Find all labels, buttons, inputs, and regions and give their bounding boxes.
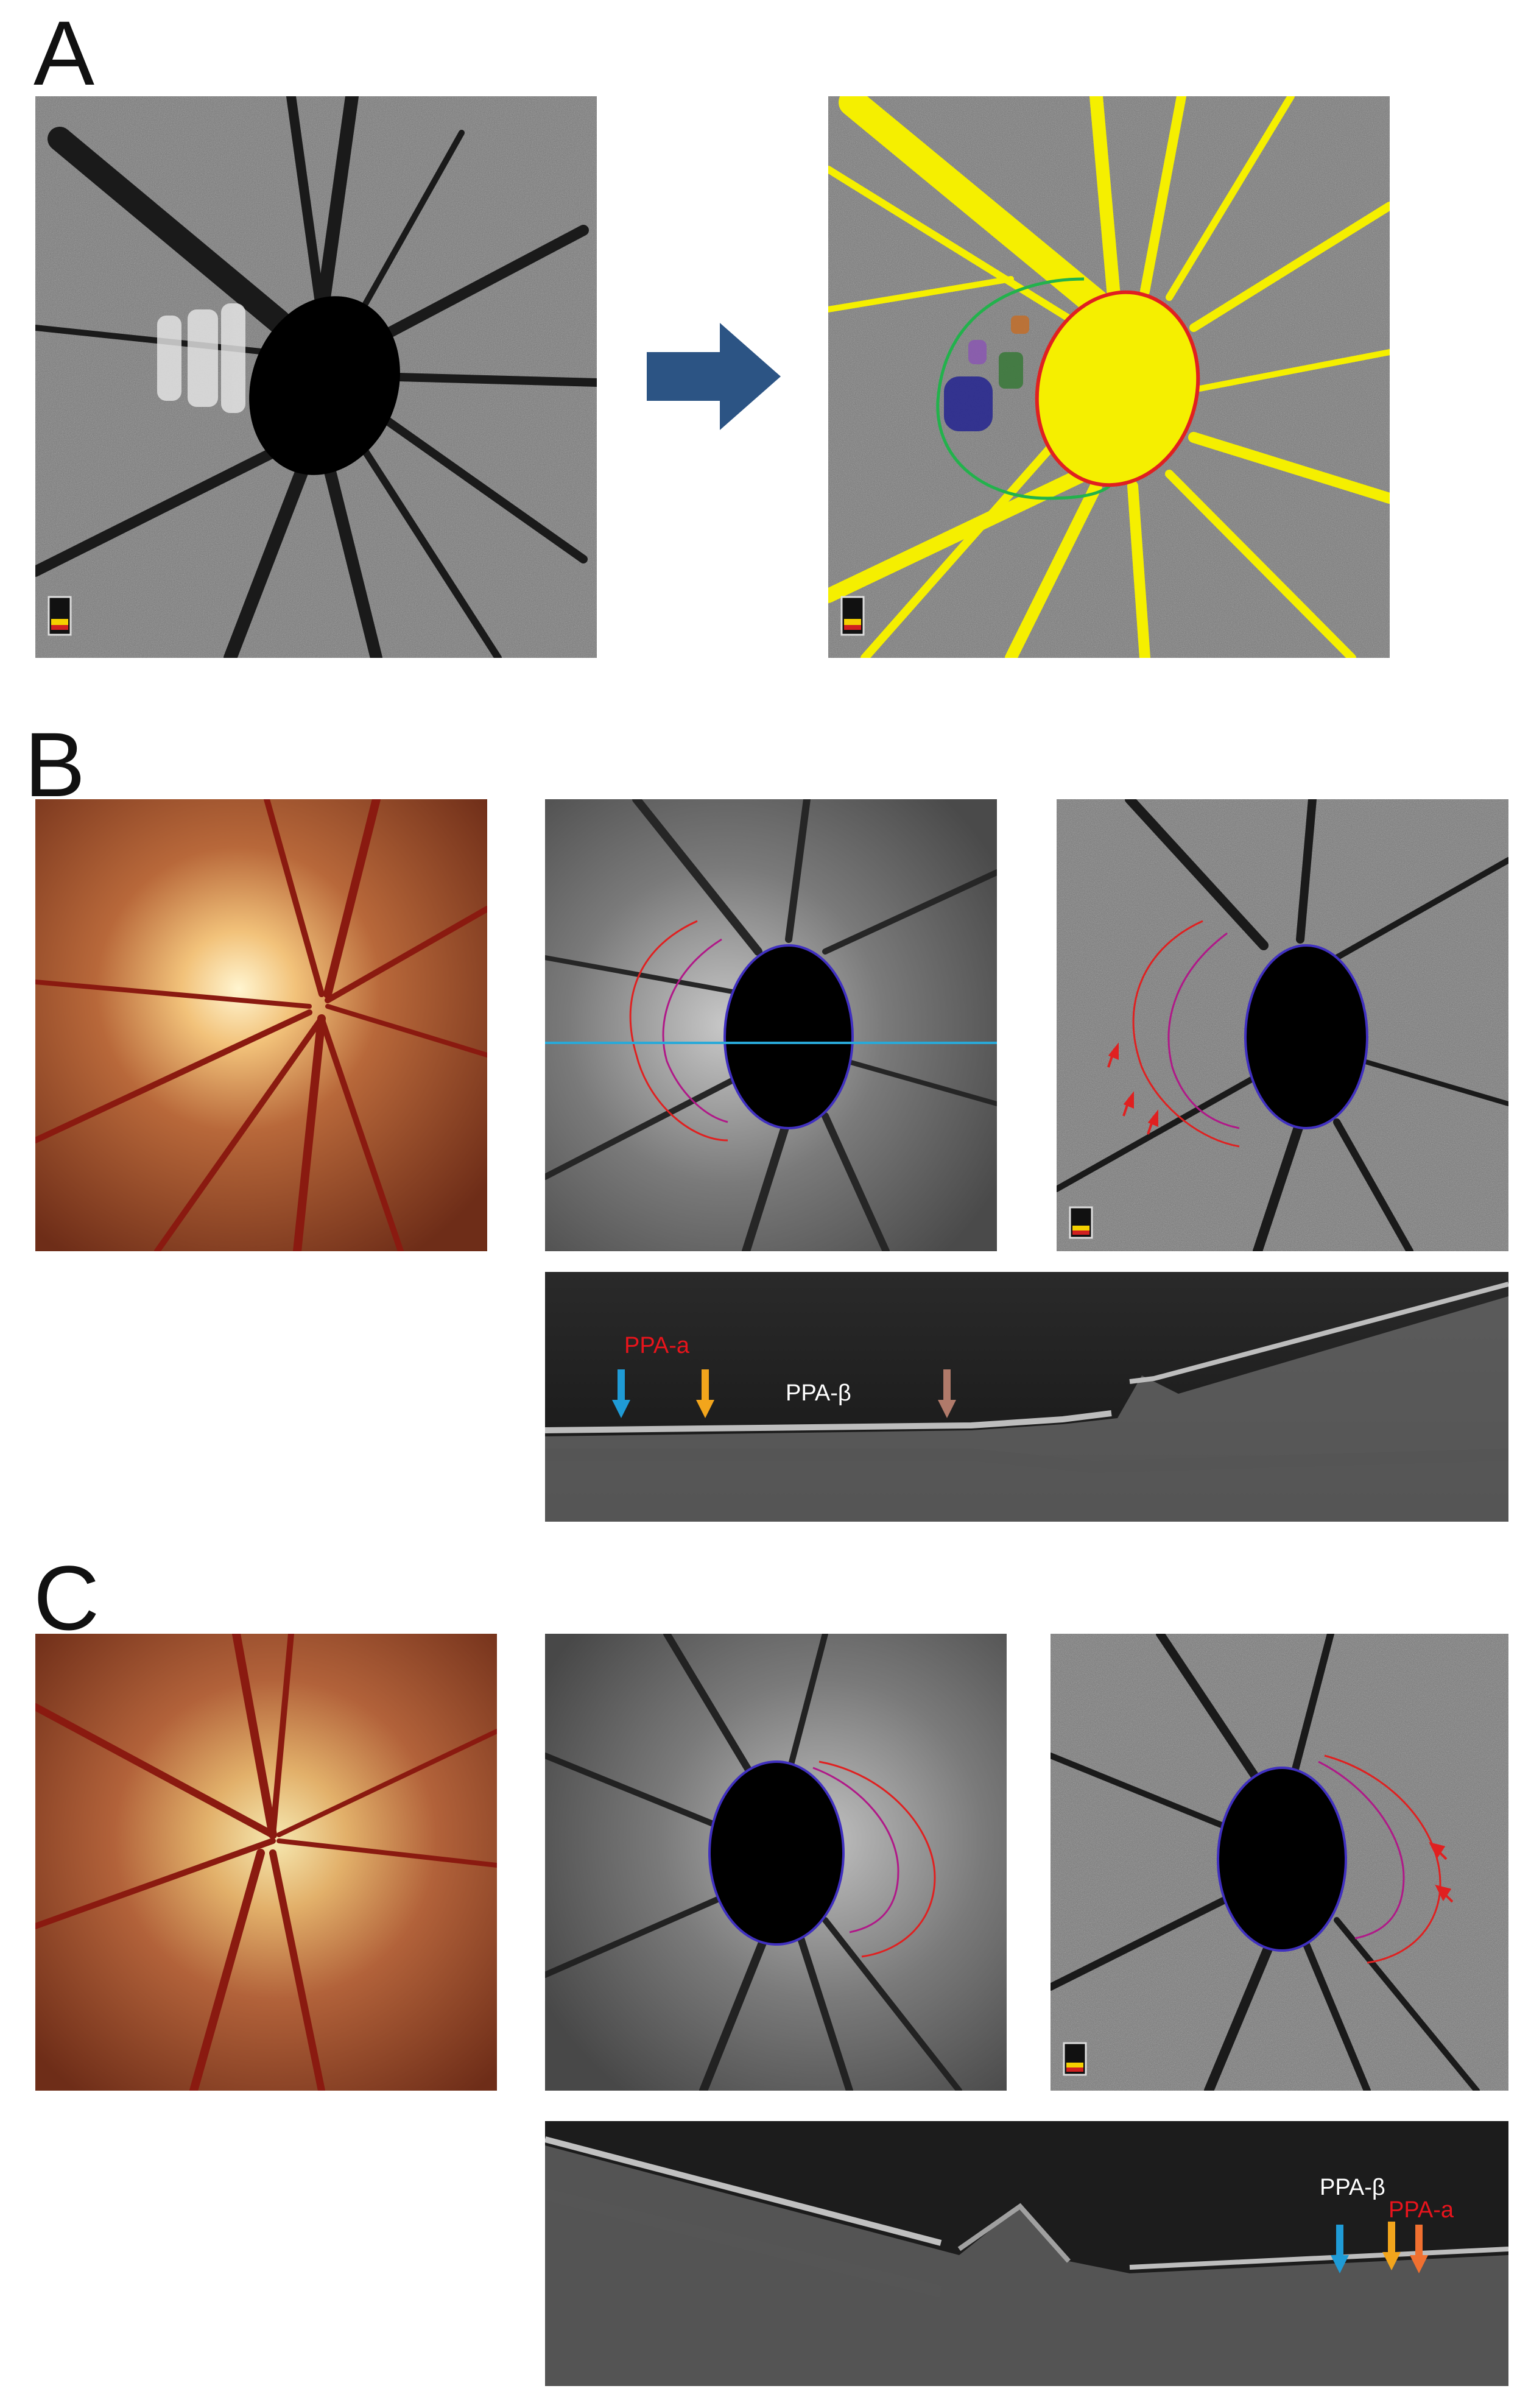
oct-bscan-b: PPA-a PPA-β — [545, 1272, 1508, 1522]
panel-label-a: A — [33, 2, 95, 104]
panel-label-c: C — [33, 1547, 100, 1649]
infrared-image-b — [545, 799, 997, 1251]
octa-image-a-original — [35, 96, 597, 658]
ppa-alpha-label-b: PPA-a — [624, 1333, 690, 1358]
arrow-blue-icon — [1331, 2225, 1349, 2273]
oct-bscan-c: PPA-β PPA-a — [545, 2121, 1508, 2386]
octa-image-b — [1057, 799, 1508, 1251]
ppa-alpha-label-c: PPA-a — [1388, 2197, 1454, 2223]
arrow-blue-icon — [612, 1369, 630, 1418]
ppa-beta-label-c: PPA-β — [1320, 2175, 1385, 2200]
octa-image-c — [1051, 1634, 1508, 2091]
transform-arrow-icon — [647, 323, 781, 430]
octa-image-a-segmented — [828, 96, 1390, 658]
panel-label-b: B — [24, 713, 86, 816]
infrared-image-c — [545, 1634, 1007, 2091]
arrow-brown-icon — [938, 1369, 956, 1418]
arrow-orange-red-icon — [1410, 2225, 1428, 2273]
fundus-photo-b — [35, 799, 487, 1251]
fundus-photo-c — [35, 1634, 497, 2091]
arrow-orange-icon — [696, 1369, 714, 1418]
ppa-beta-label-b: PPA-β — [786, 1380, 851, 1406]
arrow-orange-icon — [1382, 2222, 1401, 2270]
